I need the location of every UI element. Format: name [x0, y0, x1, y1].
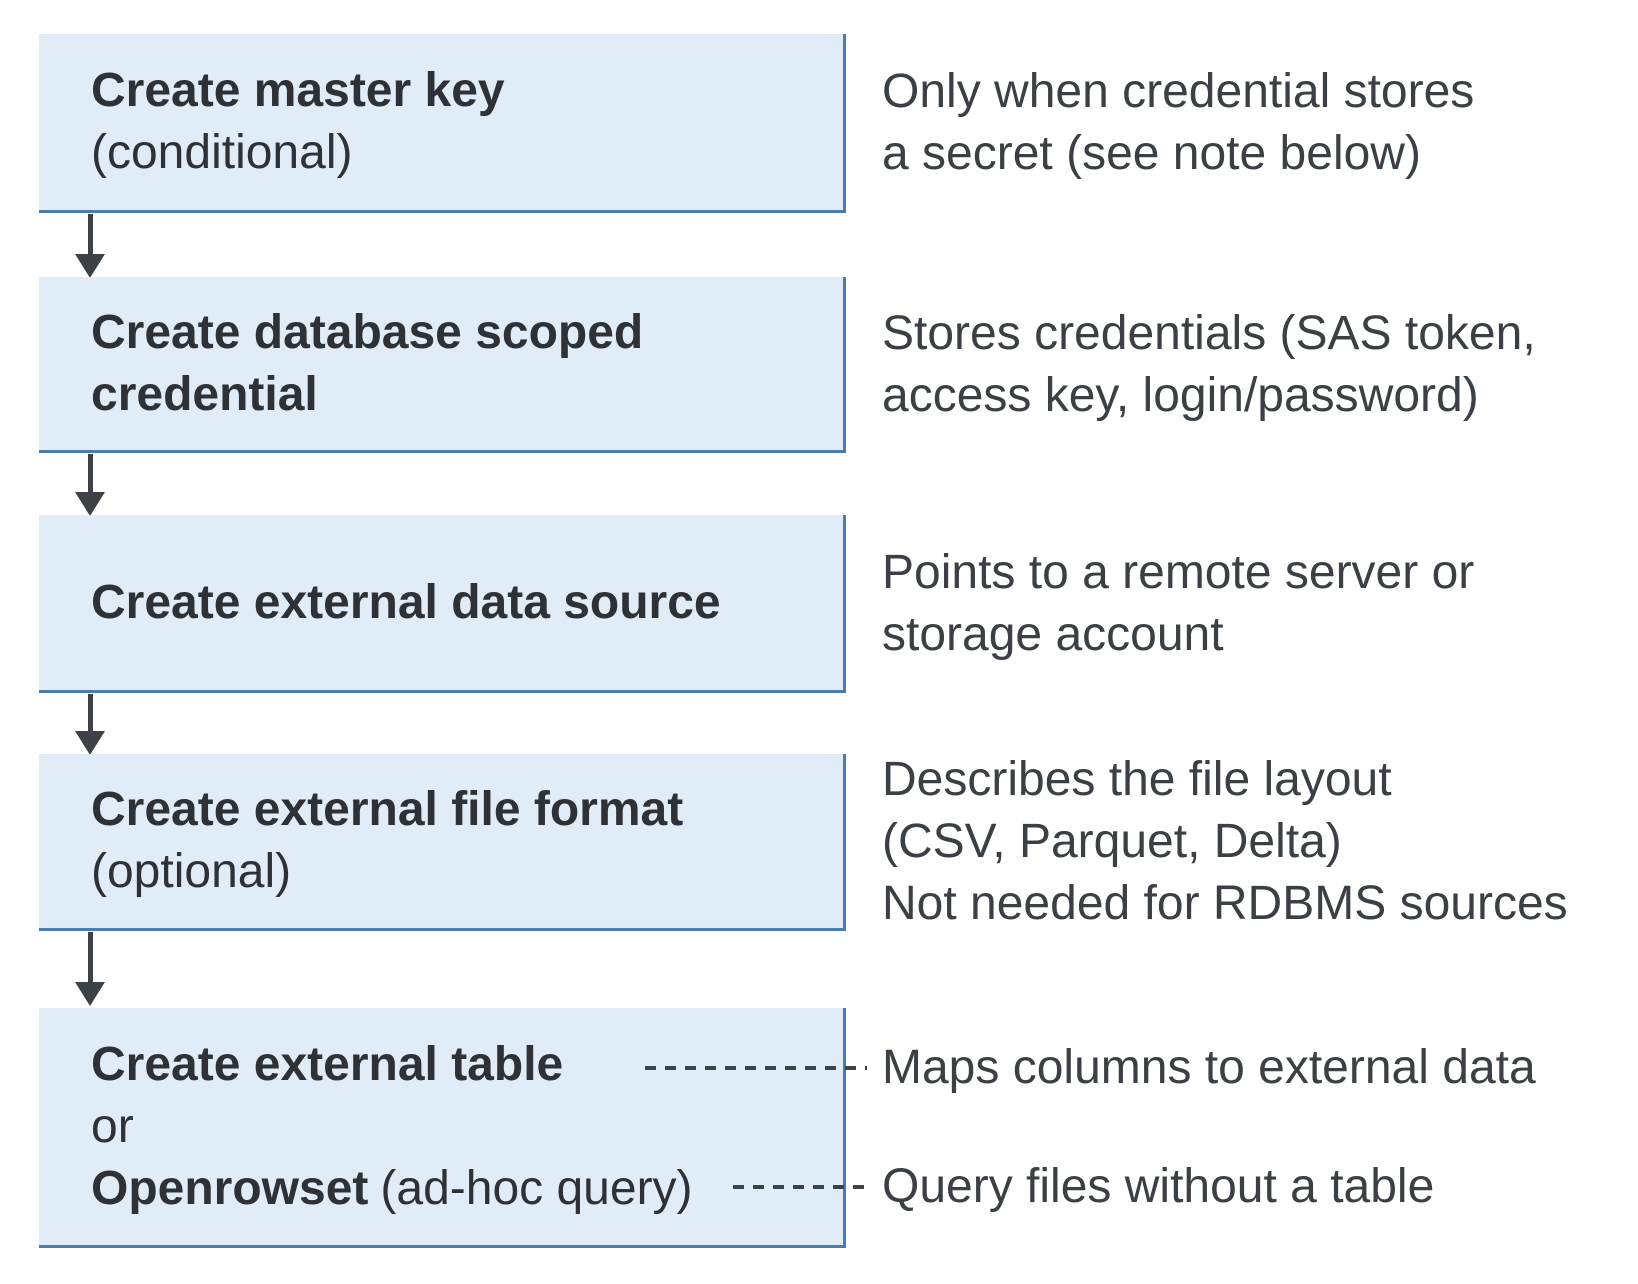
annotation-line: storage account — [882, 608, 1224, 661]
annotation-line: (CSV, Parquet, Delta) — [882, 815, 1342, 868]
arrow-head — [75, 492, 105, 516]
step-title-text: Create database scoped credential — [91, 305, 644, 421]
step-box-create-external-data-source: Create external data source — [39, 515, 846, 693]
step-box-create-external-table-or-openrowset: Create external table or Openrowset(ad-h… — [39, 1008, 846, 1248]
step-title: Create database scoped credential — [91, 302, 731, 426]
step-title-text: Create external table — [91, 1037, 564, 1091]
annotation-external-table: Maps columns to external data — [882, 1037, 1622, 1099]
step-subtitle: (conditional) — [91, 126, 353, 179]
annotation-line: Stores credentials (SAS token, — [882, 307, 1536, 360]
annotation-line: Not needed for RDBMS sources — [882, 877, 1568, 930]
step-title-text: Create external file format — [91, 783, 684, 836]
annotation-line: Points to a remote server or — [882, 546, 1475, 599]
arrow-stem — [87, 932, 93, 982]
arrow-head — [75, 731, 105, 755]
annotation-line: Query files without a table — [882, 1160, 1435, 1213]
arrow-head — [75, 254, 105, 278]
annotation-line: Maps columns to external data — [882, 1041, 1536, 1094]
step-subtitle: (optional) — [91, 845, 292, 898]
annotation-external-file-format: Describes the file layout (CSV, Parquet,… — [882, 749, 1622, 935]
step-box-create-external-file-format: Create external file format (optional) — [39, 754, 846, 931]
annotation-master-key: Only when credential stores a secret (se… — [882, 61, 1622, 185]
annotation-line: a secret (see note below) — [882, 127, 1421, 180]
annotation-external-data-source: Points to a remote server or storage acc… — [882, 542, 1622, 666]
step-box-create-database-scoped-credential: Create database scoped credential — [39, 277, 846, 453]
annotation-line: Only when credential stores — [882, 65, 1475, 118]
step-title-text: Openrowset — [91, 1161, 369, 1215]
annotation-line: access key, login/password) — [882, 369, 1479, 422]
step-title-text: Create external data source — [91, 575, 721, 629]
step-title: Create master key — [91, 60, 835, 122]
dashed-connector-external-table — [645, 1066, 867, 1070]
step-title-text: Create master key — [91, 64, 505, 117]
step-option-note: (ad-hoc query) — [380, 1161, 693, 1215]
dashed-connector-openrowset — [733, 1185, 867, 1189]
arrow-stem — [87, 694, 93, 731]
arrow-stem — [87, 454, 93, 492]
annotation-scoped-credential: Stores credentials (SAS token, access ke… — [882, 303, 1622, 427]
annotation-line: Describes the file layout — [882, 753, 1392, 806]
annotation-openrowset: Query files without a table — [882, 1156, 1622, 1218]
step-option-external-table: Create external table — [91, 1034, 835, 1096]
arrow-head — [75, 982, 105, 1006]
step-option-openrowset: Openrowset(ad-hoc query) — [91, 1158, 835, 1220]
step-or-label: or — [91, 1099, 134, 1153]
step-title: Create external data source — [91, 572, 835, 634]
step-title: Create external file format — [91, 779, 835, 841]
step-box-create-master-key: Create master key (conditional) — [39, 34, 846, 213]
arrow-stem — [87, 214, 93, 254]
